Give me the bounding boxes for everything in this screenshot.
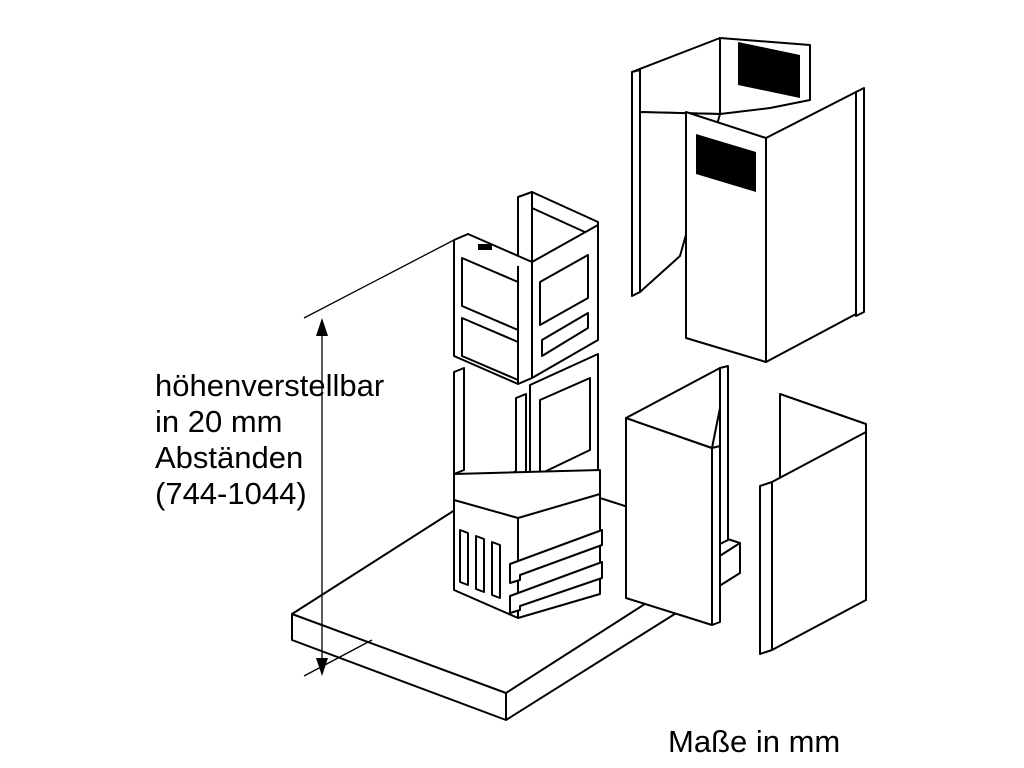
height-dimension: [303, 239, 455, 677]
vent-slots-upper-front: [696, 134, 756, 192]
units-note: Maße in mm: [668, 724, 841, 759]
chimney-lower-right: [759, 393, 867, 655]
height-adjustment-label: höhenverstellbar in 20 mm Abständen (744…: [155, 368, 384, 512]
frame-lower: [453, 353, 603, 619]
vent-slots-upper-back: [738, 42, 800, 98]
height-label-line-3: Abständen: [155, 440, 304, 475]
frame-upper: [453, 191, 599, 385]
chimney-lower-left: [625, 365, 729, 626]
chimney-upper-front: [685, 87, 865, 363]
height-label-line-1: höhenverstellbar: [155, 368, 385, 403]
height-label-line-2: in 20 mm: [155, 404, 283, 439]
height-label-line-4: (744-1044): [155, 476, 307, 511]
